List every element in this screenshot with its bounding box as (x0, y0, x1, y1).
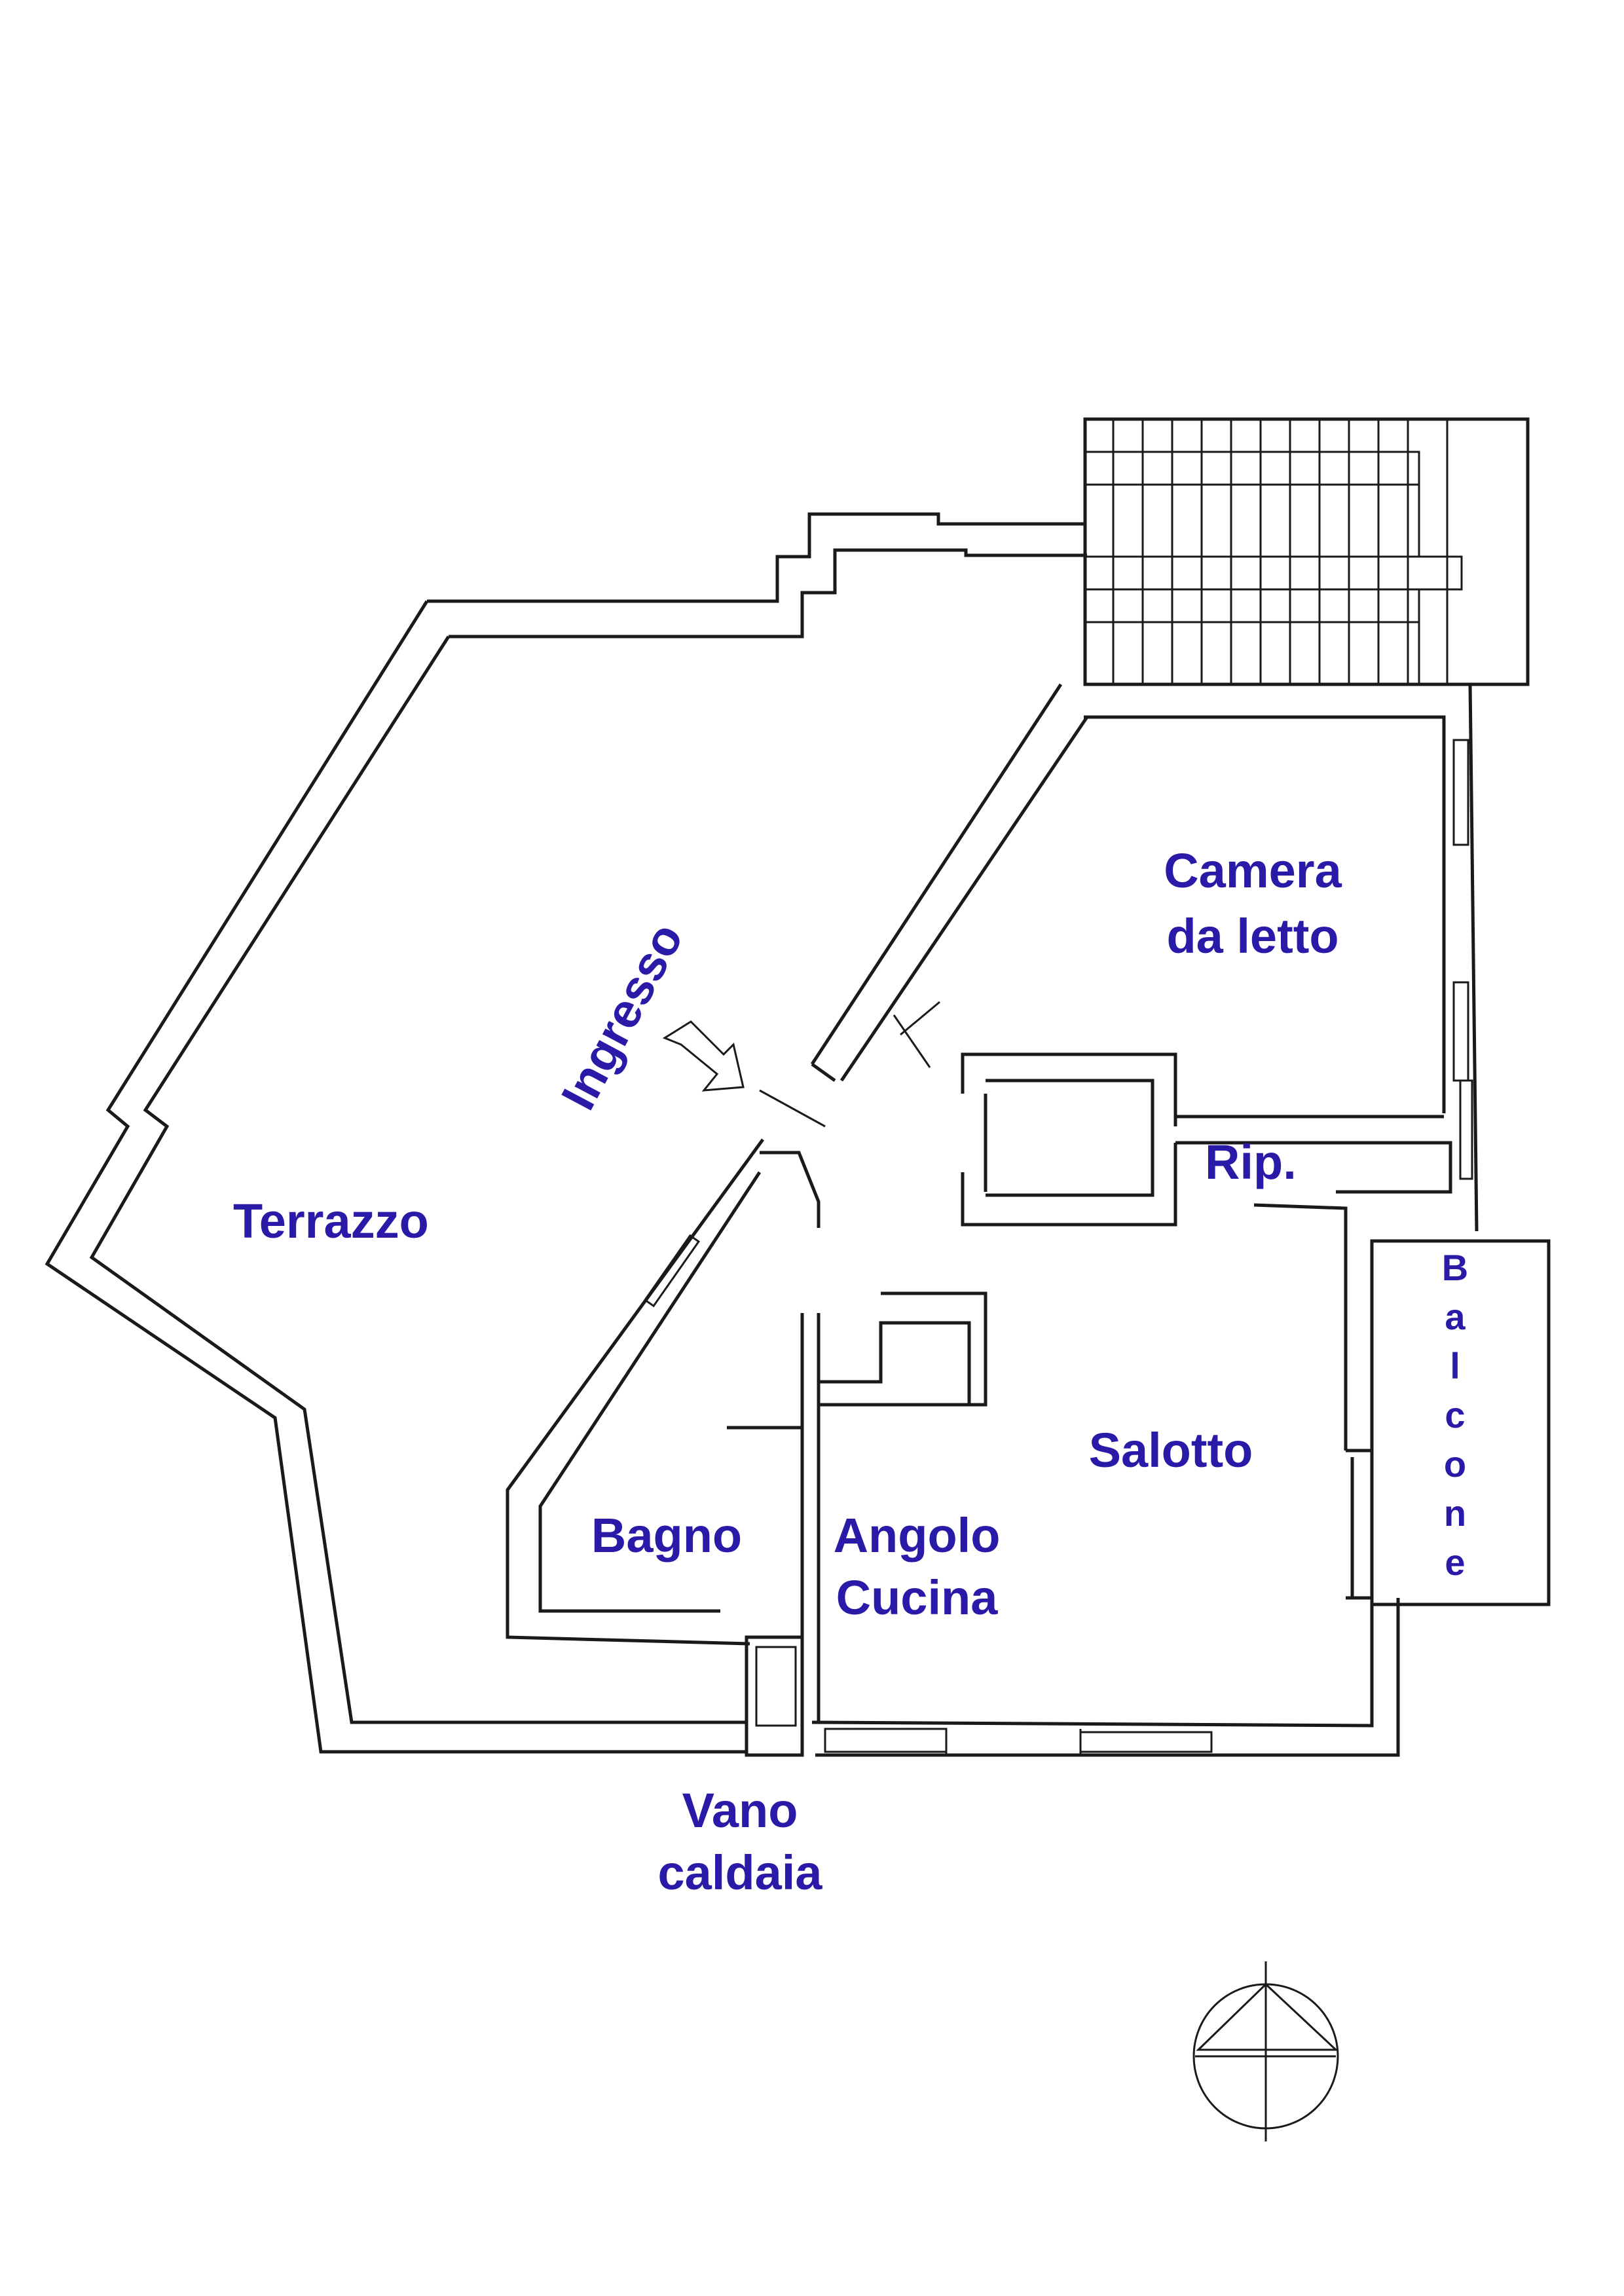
apartment-outer-wall (506, 683, 1479, 1757)
boiler-room (745, 1635, 804, 1757)
bedroom-lower-walls (961, 1052, 1452, 1451)
balcone-letter: c (1445, 1394, 1465, 1435)
label-camera-line2: da letto (1166, 909, 1338, 963)
balcone-letter: l (1450, 1345, 1460, 1386)
balcone-outline (1370, 1239, 1551, 1606)
entrance-door (759, 1001, 940, 1128)
label-ingresso: Ingresso (551, 914, 693, 1118)
room-labels: Terrazzo Ingresso Camera da letto Rip. S… (233, 843, 1468, 1900)
living-windows (824, 1728, 1213, 1755)
balcone-letter: n (1444, 1492, 1466, 1534)
label-cucina-line1: Angolo (834, 1508, 1001, 1563)
label-terrazzo: Terrazzo (233, 1194, 429, 1248)
balcone-letter: B (1442, 1247, 1468, 1288)
ripostiglio-walls (961, 1079, 1154, 1227)
north-arrow-icon (1192, 1961, 1339, 2141)
balcone-letter: o (1444, 1443, 1466, 1485)
label-salotto: Salotto (1089, 1423, 1253, 1477)
balcone-letter: e (1445, 1542, 1465, 1583)
hall-wall (760, 1151, 821, 1228)
label-balcone: B a l c o n e (1442, 1247, 1468, 1583)
label-vano-line2: caldaia (658, 1845, 823, 1900)
bedroom-windows (1452, 739, 1473, 1180)
label-bagno: Bagno (591, 1508, 742, 1563)
label-cucina-line2: Cucina (836, 1570, 999, 1625)
balcone-letter: a (1445, 1296, 1466, 1337)
kitchen-walls (727, 1291, 987, 1722)
label-ripostiglio: Rip. (1205, 1135, 1297, 1189)
label-camera-line1: Camera (1164, 843, 1342, 898)
balcone-door (1346, 1449, 1372, 1600)
entrance-arrow-icon (662, 1020, 745, 1092)
staircase (1083, 417, 1530, 686)
label-vano-line1: Vano (682, 1783, 798, 1838)
hall-radiator (643, 1234, 701, 1308)
terrace-outline (45, 512, 1087, 1754)
